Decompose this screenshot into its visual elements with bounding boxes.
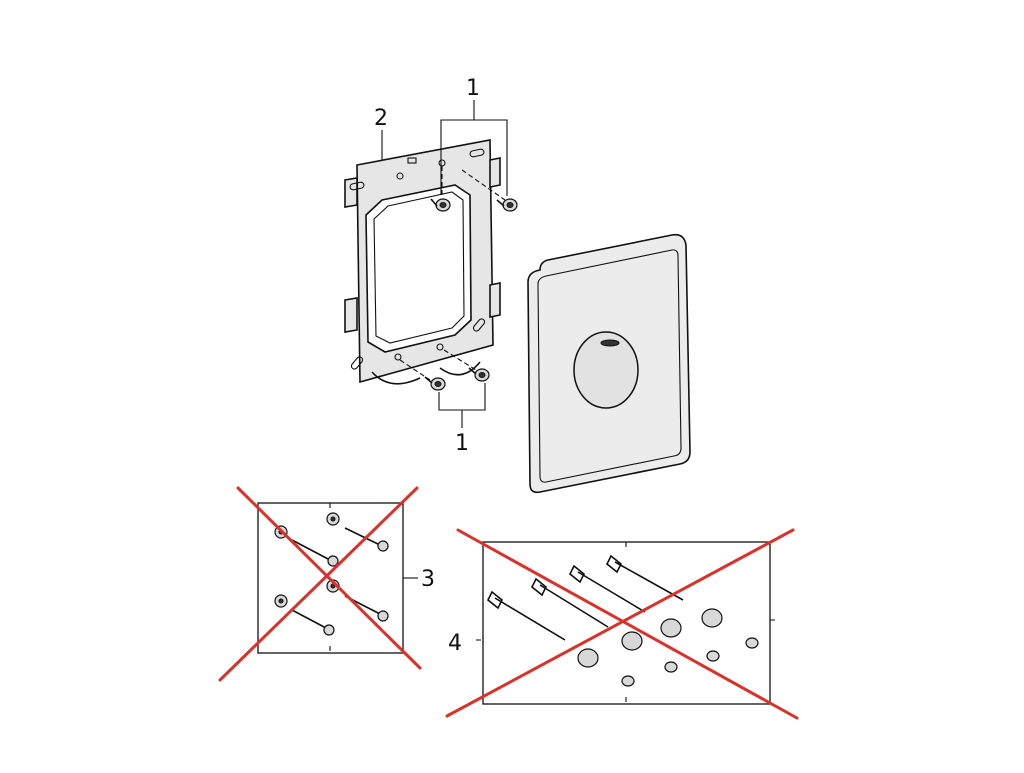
anchor-bolt-icon: [568, 564, 720, 662]
cover-plate: [527, 233, 691, 494]
top-screws: [430, 100, 518, 212]
anchor-bolt-icon: [530, 577, 678, 673]
excluded-cross-icon: [218, 486, 422, 682]
logo-icon: [600, 339, 620, 347]
excluded-cross-icon: [445, 528, 799, 720]
callout-3: 3: [421, 567, 435, 592]
screw-anchor-icon: [326, 512, 389, 552]
screw-icon: [496, 198, 518, 212]
bottom-screws: [399, 349, 490, 428]
wall-screw-kit: [218, 486, 422, 682]
screw-icon: [430, 198, 451, 212]
callout-2: 2: [374, 106, 388, 131]
mounting-frame: [344, 139, 501, 385]
callout-4: 4: [448, 631, 462, 656]
callout-1-top: 1: [466, 76, 480, 101]
screw-icon: [468, 367, 490, 382]
anchor-bolt-icon: [486, 590, 635, 687]
anchor-kit: [445, 528, 799, 720]
screw-icon: [424, 376, 446, 391]
screw-anchor-icon: [274, 594, 335, 636]
callout-1-bottom: 1: [455, 431, 469, 456]
sensor-window: [573, 331, 639, 409]
